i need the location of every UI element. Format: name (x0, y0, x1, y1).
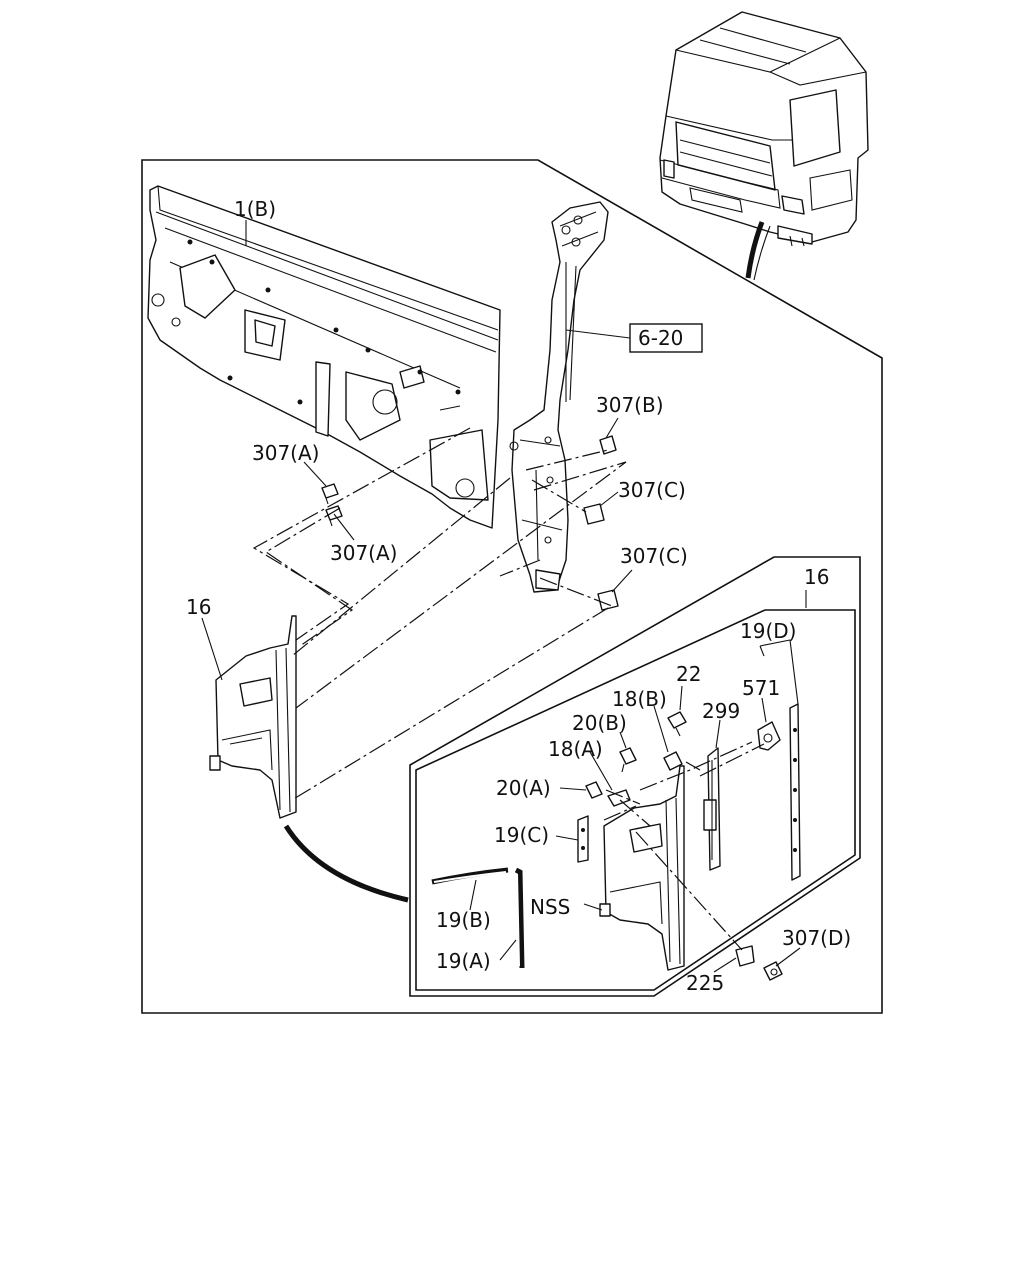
label-box-6-20 (629, 323, 703, 353)
pillar-6-20 (509, 201, 609, 593)
dash-panel-1b (147, 185, 501, 529)
clip-18b (663, 751, 683, 771)
label-225: 225 (686, 971, 724, 995)
leader-lines (201, 220, 807, 973)
label-6-20: 6-20 (638, 326, 683, 350)
label-1b: 1(B) (234, 197, 276, 221)
label-307a-upper: 307(A) (252, 441, 319, 465)
clip-307a-lower (325, 505, 343, 527)
clip-307a-upper (321, 483, 339, 505)
assembly-center-lines (252, 427, 627, 801)
label-20b: 20(B) (572, 711, 627, 735)
label-571: 571 (742, 676, 780, 700)
screw-22 (667, 711, 687, 737)
label-19c: 19(C) (494, 823, 549, 847)
label-307c-lower: 307(C) (620, 544, 688, 568)
inset-center-lines (603, 741, 765, 951)
detail-pointer-leader (283, 824, 409, 903)
clip-307d (763, 961, 783, 981)
strip-19d (789, 703, 801, 881)
label-307a-lower: 307(A) (330, 541, 397, 565)
clip-225 (735, 945, 755, 967)
label-307c-upper: 307(C) (618, 478, 686, 502)
strip-19a (514, 867, 525, 969)
clip-307c-upper (583, 503, 605, 525)
fastener-20b (619, 747, 637, 773)
truck-cab-illustration (659, 11, 869, 247)
fastener-20a (585, 781, 603, 799)
label-19d: 19(D) (740, 619, 796, 643)
clip-307c-lower (597, 589, 619, 611)
main-frame (141, 159, 883, 1014)
trim-nss (599, 765, 685, 971)
label-18a: 18(A) (548, 737, 603, 761)
label-nss: NSS (530, 895, 570, 919)
label-19b: 19(B) (436, 908, 491, 932)
label-16-inset: 16 (804, 565, 829, 589)
trim-16-left (209, 615, 297, 819)
bracket-299 (703, 747, 721, 871)
label-20a: 20(A) (496, 776, 551, 800)
label-22: 22 (676, 662, 701, 686)
label-299: 299 (702, 699, 740, 723)
label-307b: 307(B) (596, 393, 664, 417)
clip-307b (599, 435, 617, 455)
callout-labels: 1(B) 6-20 307(B) 307(A) 307(C) 307(A) 30… (186, 197, 851, 995)
label-16-left: 16 (186, 595, 211, 619)
label-307d: 307(D) (782, 926, 851, 950)
clip-18a (607, 789, 631, 807)
strip-19c (577, 815, 589, 863)
inset-frame-inner (415, 609, 856, 991)
inset-frame-outer (409, 556, 861, 997)
label-18b: 18(B) (612, 687, 667, 711)
label-19a: 19(A) (436, 949, 491, 973)
cab-pointer-leader (745, 221, 765, 279)
clip-571 (757, 721, 781, 751)
